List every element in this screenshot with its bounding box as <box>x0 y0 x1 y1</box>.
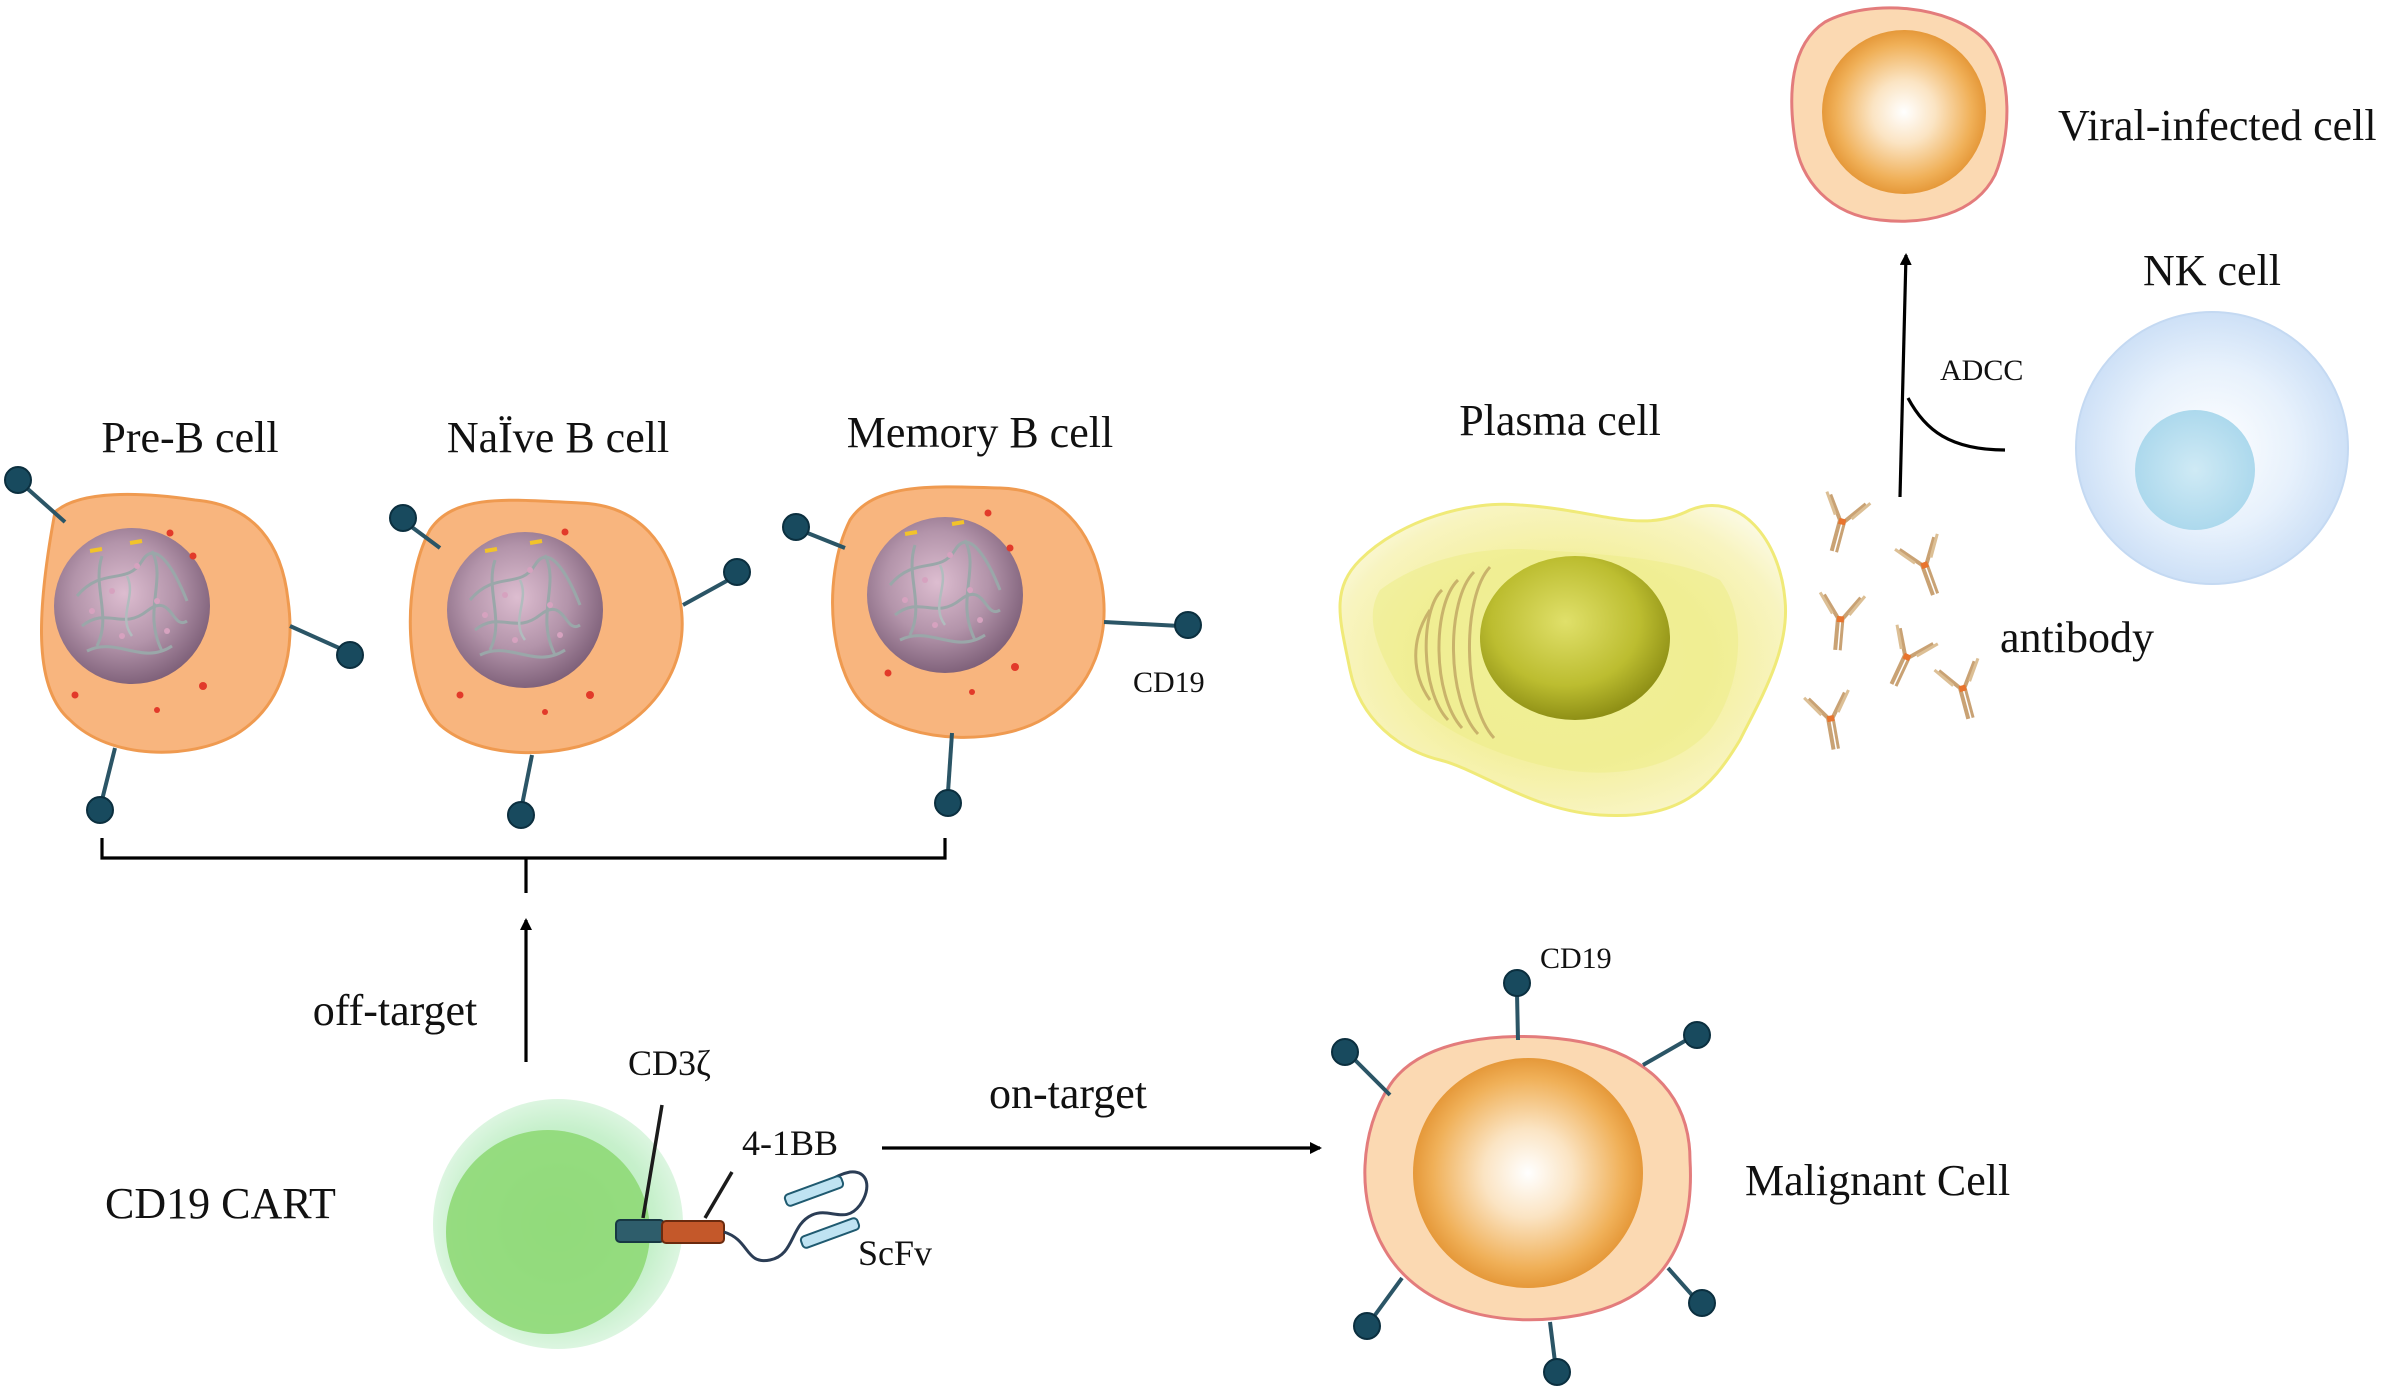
adcc-arrow <box>1898 253 1912 498</box>
scfv-domain <box>783 1175 845 1207</box>
nk-cell <box>2075 311 2349 585</box>
plasma-cell-label: Plasma cell <box>1459 396 1661 445</box>
antibody-cluster <box>1802 489 1995 755</box>
on-target-label: on-target <box>989 1069 1147 1118</box>
cd19-receptor-head <box>4 466 32 494</box>
cd19-receptor-head <box>1353 1312 1381 1340</box>
cd19-cart-label: CD19 CART <box>105 1179 336 1228</box>
cd3z-segment <box>615 1219 665 1243</box>
cd19-receptor-head <box>1683 1021 1711 1049</box>
memory-b-cell <box>782 485 1202 817</box>
cd19-label-malignant: CD19 <box>1540 942 1612 975</box>
cd19-receptor-head <box>507 801 535 829</box>
nk-cell-label: NK cell <box>2143 246 2281 295</box>
malignant-cell <box>1331 969 1716 1386</box>
cd19-receptor-head <box>782 513 810 541</box>
antibody-icon <box>1802 688 1861 755</box>
scfv-label: ScFv <box>858 1233 932 1273</box>
cd3z-label: CD3ζ <box>628 1043 711 1083</box>
plasma-cell <box>1338 502 1788 818</box>
scfv-domain <box>799 1217 861 1249</box>
naive-b-cell <box>389 498 751 829</box>
naive-b-cell-label: NaÏve B cell <box>447 413 669 462</box>
antibody-label: antibody <box>2000 613 2154 662</box>
cd19-cart-cell <box>433 1099 869 1349</box>
cd19-receptor-head <box>86 796 114 824</box>
cd19-receptor-head <box>934 789 962 817</box>
viral-infected-cell-label: Viral-infected cell <box>2058 101 2377 150</box>
b-cell-bracket <box>100 838 947 893</box>
malignant-cell-label: Malignant Cell <box>1745 1156 2010 1205</box>
cd19-receptor-head <box>1174 611 1202 639</box>
pre-b-cell <box>4 466 364 824</box>
pre-b-cell-label: Pre-B cell <box>101 413 278 462</box>
adcc-label: ADCC <box>1940 354 2023 387</box>
off-target-label: off-target <box>313 986 478 1035</box>
cd19-receptor-head <box>389 504 417 532</box>
cd19-receptor-head <box>1688 1289 1716 1317</box>
cd19-receptor-head <box>723 558 751 586</box>
antibody-icon <box>1892 531 1959 604</box>
viral-infected-cell <box>1790 6 2009 223</box>
cd19-receptor-head <box>1543 1358 1571 1386</box>
cd19-label-memory: CD19 <box>1133 666 1205 699</box>
cd19-receptor-head <box>1331 1038 1359 1066</box>
4-1bb-segment <box>661 1220 725 1244</box>
antibody-icon <box>1810 489 1873 560</box>
antibody-icon <box>1932 656 1995 727</box>
4-1bb-label: 4-1BB <box>742 1123 838 1163</box>
adcc-curve <box>1906 397 2006 452</box>
antibody-icon <box>1871 622 1940 697</box>
cd19-receptor-head <box>1503 969 1531 997</box>
antibody-icon <box>1813 590 1867 655</box>
memory-b-cell-label: Memory B cell <box>847 408 1113 457</box>
cd19-receptor-head <box>336 641 364 669</box>
